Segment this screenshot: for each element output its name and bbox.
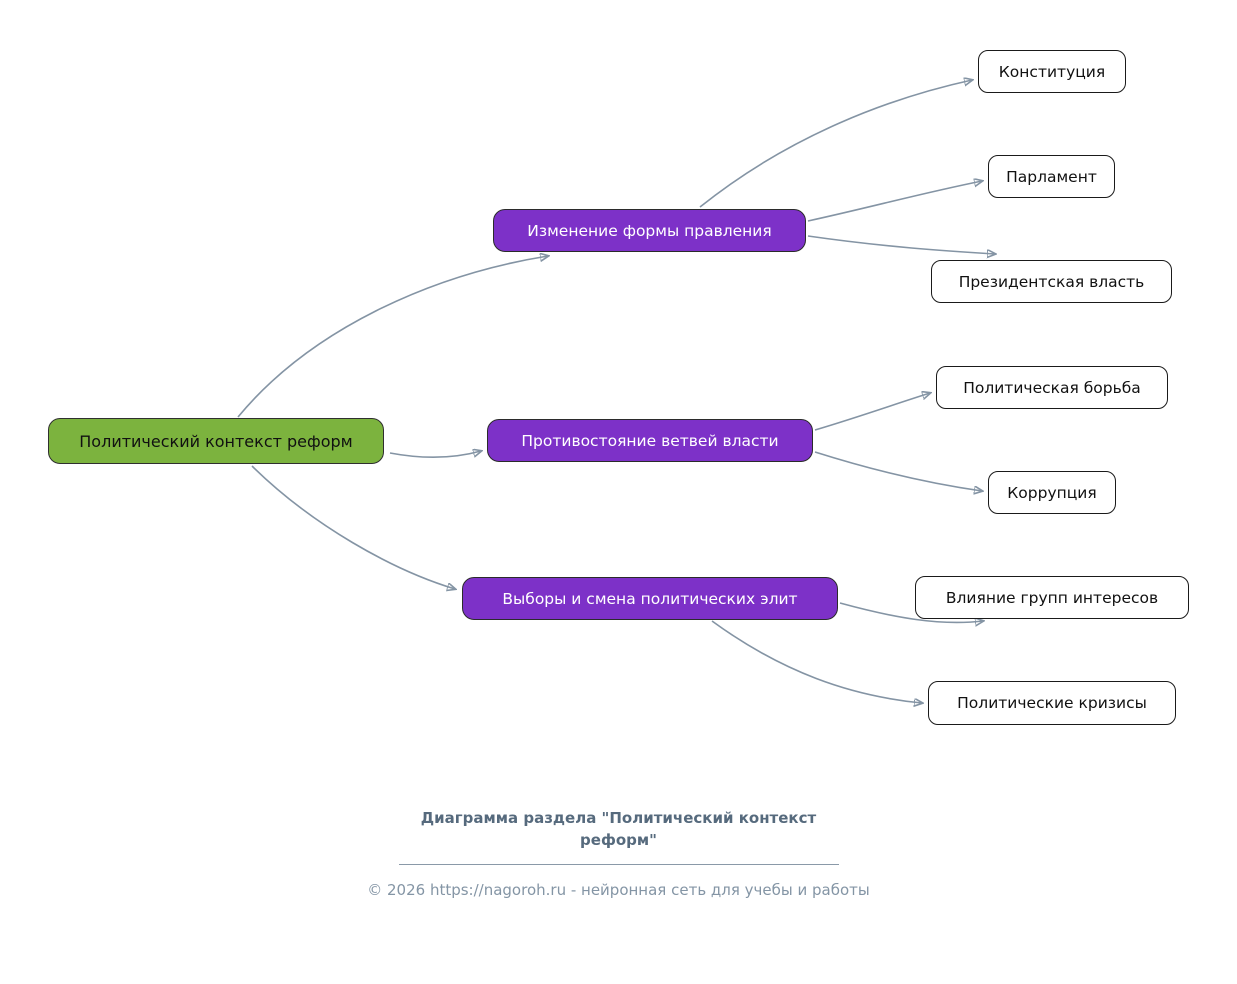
node-branch-elections-elites: Выборы и смена политических элит xyxy=(462,577,838,620)
node-leaf-label: Президентская власть xyxy=(958,272,1145,291)
node-leaf-label: Конституция xyxy=(998,62,1106,81)
node-leaf-political-struggle: Политическая борьба xyxy=(936,366,1168,409)
node-leaf-political-crises: Политические кризисы xyxy=(928,681,1176,725)
node-branch-label: Выборы и смена политических элит xyxy=(502,589,798,608)
node-branch-label: Противостояние ветвей власти xyxy=(521,431,779,450)
edge-root-branch1 xyxy=(237,256,548,418)
diagram-caption-line1: Диаграмма раздела "Политический контекст xyxy=(420,809,817,827)
edge-branch2-leaf1 xyxy=(814,393,930,431)
footer-divider xyxy=(398,863,839,865)
edge-branch3-leaf2 xyxy=(711,620,922,703)
diagram-caption-line2: реформ" xyxy=(580,830,657,849)
node-leaf-interest-groups: Влияние групп интересов xyxy=(915,576,1189,619)
edge-root-branch2 xyxy=(389,451,481,457)
node-root: Политический контекст реформ xyxy=(48,418,384,464)
edge-branch2-leaf2 xyxy=(814,451,982,491)
edge-root-branch3 xyxy=(251,465,455,589)
copyright-text: © 2026 https://nagoroh.ru - нейронная се… xyxy=(367,880,870,899)
node-branch-power-confrontation: Противостояние ветвей власти xyxy=(487,419,813,462)
node-branch-government-form: Изменение формы правления xyxy=(493,209,806,252)
node-leaf-label: Коррупция xyxy=(1007,483,1097,502)
node-leaf-label: Политическая борьба xyxy=(963,378,1141,397)
node-leaf-presidential-power: Президентская власть xyxy=(931,260,1172,303)
node-leaf-label: Влияние групп интересов xyxy=(945,588,1159,607)
edge-branch1-leaf1 xyxy=(699,80,972,208)
node-leaf-constitution: Конституция xyxy=(978,50,1126,93)
footer: Диаграмма раздела "Политический контекст… xyxy=(0,808,1237,899)
node-root-label: Политический контекст реформ xyxy=(79,431,353,451)
node-leaf-label: Парламент xyxy=(1006,167,1097,186)
diagram-caption: Диаграмма раздела "Политический контекст… xyxy=(379,808,859,852)
node-branch-label: Изменение формы правления xyxy=(527,221,772,240)
node-leaf-corruption: Коррупция xyxy=(988,471,1116,514)
node-leaf-label: Политические кризисы xyxy=(957,694,1147,712)
node-leaf-parliament: Парламент xyxy=(988,155,1115,198)
edge-branch1-leaf2 xyxy=(807,181,982,222)
edge-branch1-leaf3 xyxy=(807,235,995,254)
